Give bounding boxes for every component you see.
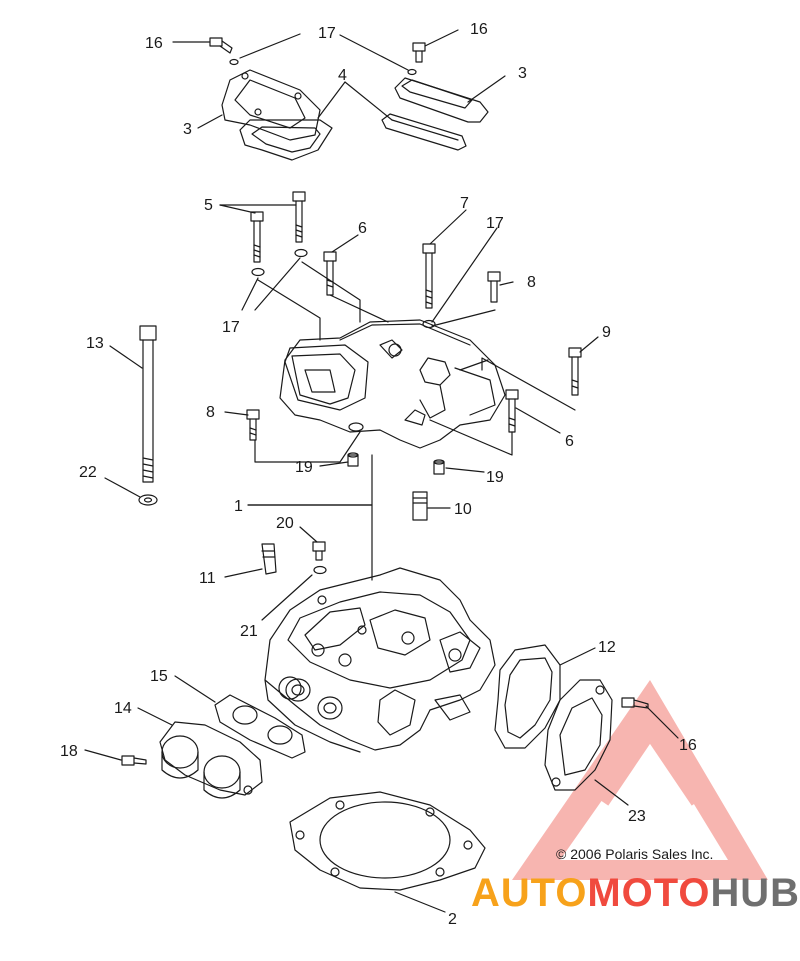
callout-6-right: 6 <box>565 433 574 450</box>
watermark-part2: MOTO <box>587 871 710 915</box>
callout-labels: 16 17 16 3 3 4 5 7 17 6 8 13 17 9 8 6 19… <box>60 21 697 928</box>
callout-18: 18 <box>60 743 78 760</box>
callout-17-left: 17 <box>222 319 240 336</box>
callout-12: 12 <box>598 639 616 656</box>
watermark-wordmark: AUTOMOTOHUB <box>471 871 800 915</box>
watermark-logo-triangle <box>512 680 768 880</box>
head-gasket <box>289 791 486 891</box>
callout-3-left: 3 <box>183 121 192 138</box>
right-valve-cover <box>394 77 489 123</box>
watermark-part1: AUTO <box>471 871 587 915</box>
left-valve-cover <box>221 69 321 141</box>
callout-19-right: 19 <box>486 469 504 486</box>
leader-lines <box>84 29 679 913</box>
cam-housing <box>279 319 506 449</box>
callout-22: 22 <box>79 464 97 481</box>
side-gasket <box>494 644 561 749</box>
callout-16-right: 16 <box>470 21 488 38</box>
callout-9: 9 <box>602 324 611 341</box>
cylinder-head <box>264 567 496 753</box>
callout-16-left: 16 <box>145 35 163 52</box>
svg-text:AUTOMOTOHUB: AUTOMOTOHUB <box>471 871 800 915</box>
intake-boot <box>121 721 263 799</box>
callout-1: 1 <box>234 498 243 515</box>
callout-11: 11 <box>199 570 216 587</box>
callout-7: 7 <box>460 195 469 212</box>
watermark-part3: HUB <box>710 871 800 915</box>
callout-4: 4 <box>338 67 347 84</box>
top-bolts <box>209 37 426 76</box>
callout-20: 20 <box>276 515 294 532</box>
callout-10: 10 <box>454 501 472 518</box>
right-cover-gasket <box>381 113 467 151</box>
intake-gasket <box>214 694 306 759</box>
callout-17-top: 17 <box>318 25 336 42</box>
callout-2: 2 <box>448 911 457 928</box>
side-cover <box>544 679 649 791</box>
callout-8-right: 8 <box>527 274 536 291</box>
copyright-notice: © 2006 Polaris Sales Inc. <box>556 846 713 862</box>
callout-17-right: 17 <box>486 215 504 232</box>
callout-8-left: 8 <box>206 404 215 421</box>
callout-5: 5 <box>204 197 213 214</box>
callout-21: 21 <box>240 623 258 640</box>
callout-15: 15 <box>150 668 168 685</box>
callout-13: 13 <box>86 335 104 352</box>
housing-bolts <box>138 191 582 506</box>
guides-and-bolts <box>261 491 428 575</box>
callout-16-side: 16 <box>679 737 697 754</box>
callout-23: 23 <box>628 808 646 825</box>
callout-19-left: 19 <box>295 459 313 476</box>
callout-14: 14 <box>114 700 132 717</box>
callout-6-top: 6 <box>358 220 367 237</box>
left-cover-gasket <box>239 119 333 161</box>
callout-3-right: 3 <box>518 65 527 82</box>
